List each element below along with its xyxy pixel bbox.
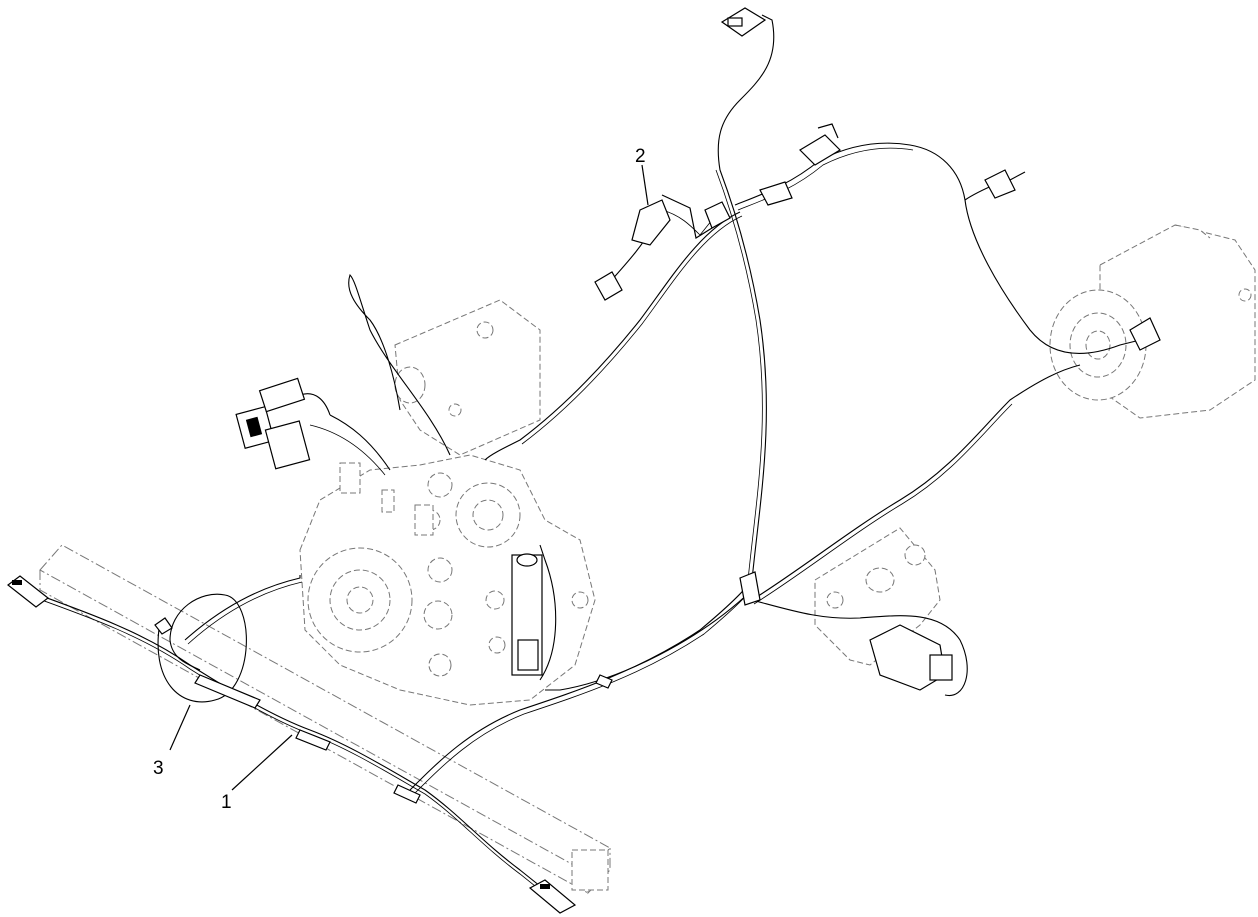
- callout-3: 3: [153, 758, 164, 779]
- leader-lines: [169, 164, 713, 791]
- connector-plugs: [7, 7, 1161, 914]
- hydraulic-motor: [1049, 224, 1256, 419]
- solenoid-valve: [511, 553, 543, 676]
- callout-1: 1: [221, 792, 232, 813]
- callout-2: 2: [635, 146, 646, 167]
- valve-block-lower: [814, 527, 953, 691]
- valve-block-upper: [394, 299, 541, 456]
- wire-harness-main: [24, 14, 1141, 895]
- cross-member-beam: [39, 544, 611, 895]
